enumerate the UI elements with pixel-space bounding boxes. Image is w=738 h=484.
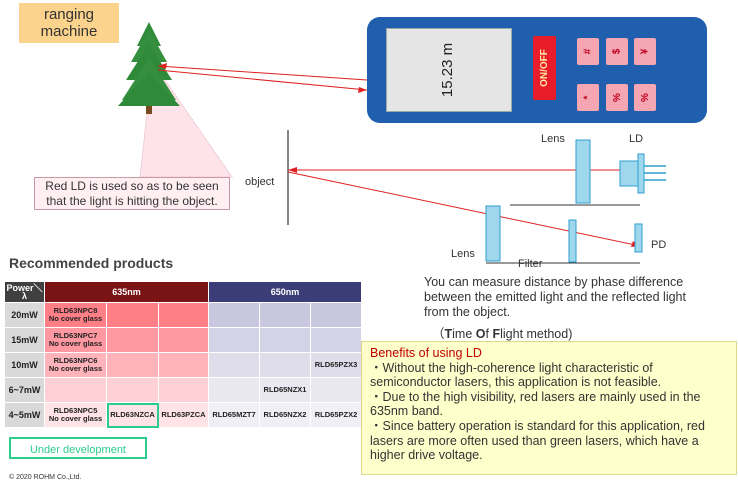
benefit-item: ・Without the high-coherence light charac…	[370, 360, 662, 390]
product-cell: RLD65NZX2	[259, 402, 311, 428]
product-cell	[106, 327, 159, 353]
product-cell	[208, 302, 260, 328]
power-cell: 6~7mW	[4, 377, 45, 403]
product-cell: RLD65PZX2	[310, 402, 362, 428]
wavelength-635-header: 635nm	[44, 281, 209, 303]
product-cell	[259, 352, 311, 378]
distance-reading: 15.23 m	[418, 40, 478, 100]
key-yen[interactable]: ¥	[634, 38, 656, 65]
on-off-label: ON/OFF	[539, 49, 550, 87]
table-row: 15mW RLD63NPC7 No cover glass	[4, 327, 362, 353]
product-cell: RLD65PZX3	[310, 352, 362, 378]
label-ld: LD	[629, 133, 644, 145]
table-row: 20mW RLD63NPC8 No cover glass	[4, 302, 362, 328]
on-off-button[interactable]: ON/OFF	[533, 36, 556, 100]
label-pd: PD	[651, 239, 667, 251]
product-cell	[158, 352, 209, 378]
product-cell	[259, 302, 311, 328]
product-cell-under-development: RLD63NZCA	[106, 402, 159, 428]
product-cell: RLD63NPC5 No cover glass	[44, 402, 107, 428]
product-cell	[158, 302, 209, 328]
recommended-products-title: Recommended products	[9, 255, 174, 271]
power-cell: 20mW	[4, 302, 45, 328]
product-cell: RLD63PZCA	[158, 402, 209, 428]
distance-unit: m	[439, 42, 456, 56]
product-cell	[310, 377, 362, 403]
product-cell	[106, 302, 159, 328]
tree-icon	[118, 22, 180, 114]
product-cell: RLD63NPC7 No cover glass	[44, 327, 107, 353]
ld-module-icon	[510, 139, 666, 206]
products-table: Power＼λ 635nm 650nm 20mW RLD63NPC8 No co…	[4, 281, 362, 428]
benefit-item: ・Since battery operation is standard for…	[370, 418, 705, 463]
tof-method: （Time Of Flight method)	[432, 327, 573, 341]
product-cell	[208, 327, 260, 353]
product-cell	[310, 302, 362, 328]
product-cell	[158, 377, 209, 403]
tof-explanation: You can measure distance by phase differ…	[424, 275, 686, 319]
table-header-row: Power＼λ 635nm 650nm	[4, 281, 362, 303]
key-dollar[interactable]: $	[606, 38, 628, 65]
product-cell	[208, 377, 260, 403]
product-cell: RLD63NPC6 No cover glass	[44, 352, 107, 378]
label-object: object	[245, 176, 275, 188]
product-cell: RLD65NZX1	[259, 377, 311, 403]
product-cell	[158, 327, 209, 353]
benefits-box: Benefits of using LD ・Without the high-c…	[361, 341, 737, 475]
pd-module-icon	[485, 205, 643, 264]
key-percent-2[interactable]: %	[634, 84, 656, 111]
label-filter: Filter	[518, 258, 543, 270]
product-cell	[106, 377, 159, 403]
device-screen	[386, 28, 512, 112]
beam-to-tree	[157, 63, 368, 93]
product-cell	[310, 327, 362, 353]
key-asterisk[interactable]: *	[577, 84, 599, 111]
key-hash[interactable]: #	[577, 38, 599, 65]
under-development-legend: Under development	[9, 437, 147, 459]
product-cell: RLD63NPC8 No cover glass	[44, 302, 107, 328]
product-cell	[208, 352, 260, 378]
power-cell: 4~5mW	[4, 402, 45, 428]
product-cell	[44, 377, 107, 403]
power-cell: 15mW	[4, 327, 45, 353]
product-cell: RLD65MZT7	[208, 402, 260, 428]
key-percent-1[interactable]: %	[606, 84, 628, 111]
title-box: ranging machine	[19, 3, 119, 43]
label-lens-top: Lens	[541, 133, 565, 145]
wavelength-650-header: 650nm	[208, 281, 362, 303]
copyright: © 2020 ROHM Co.,Ltd.	[9, 474, 82, 481]
distance-value: 15.23	[439, 59, 456, 98]
product-cell	[259, 327, 311, 353]
table-row: 10mW RLD63NPC6 No cover glass RLD65PZX3	[4, 352, 362, 378]
red-ld-note: Red LD is used so as to be seen that the…	[34, 177, 230, 210]
table-corner-header: Power＼λ	[4, 281, 45, 303]
product-cell	[106, 352, 159, 378]
table-row: 4~5mW RLD63NPC5 No cover glass RLD63NZCA…	[4, 402, 362, 428]
label-lens-bottom: Lens	[451, 248, 475, 260]
table-row: 6~7mW RLD65NZX1	[4, 377, 362, 403]
benefit-item: ・Due to the high visibility, red lasers …	[370, 389, 701, 419]
benefits-title: Benefits of using LD	[370, 346, 482, 360]
power-cell: 10mW	[4, 352, 45, 378]
